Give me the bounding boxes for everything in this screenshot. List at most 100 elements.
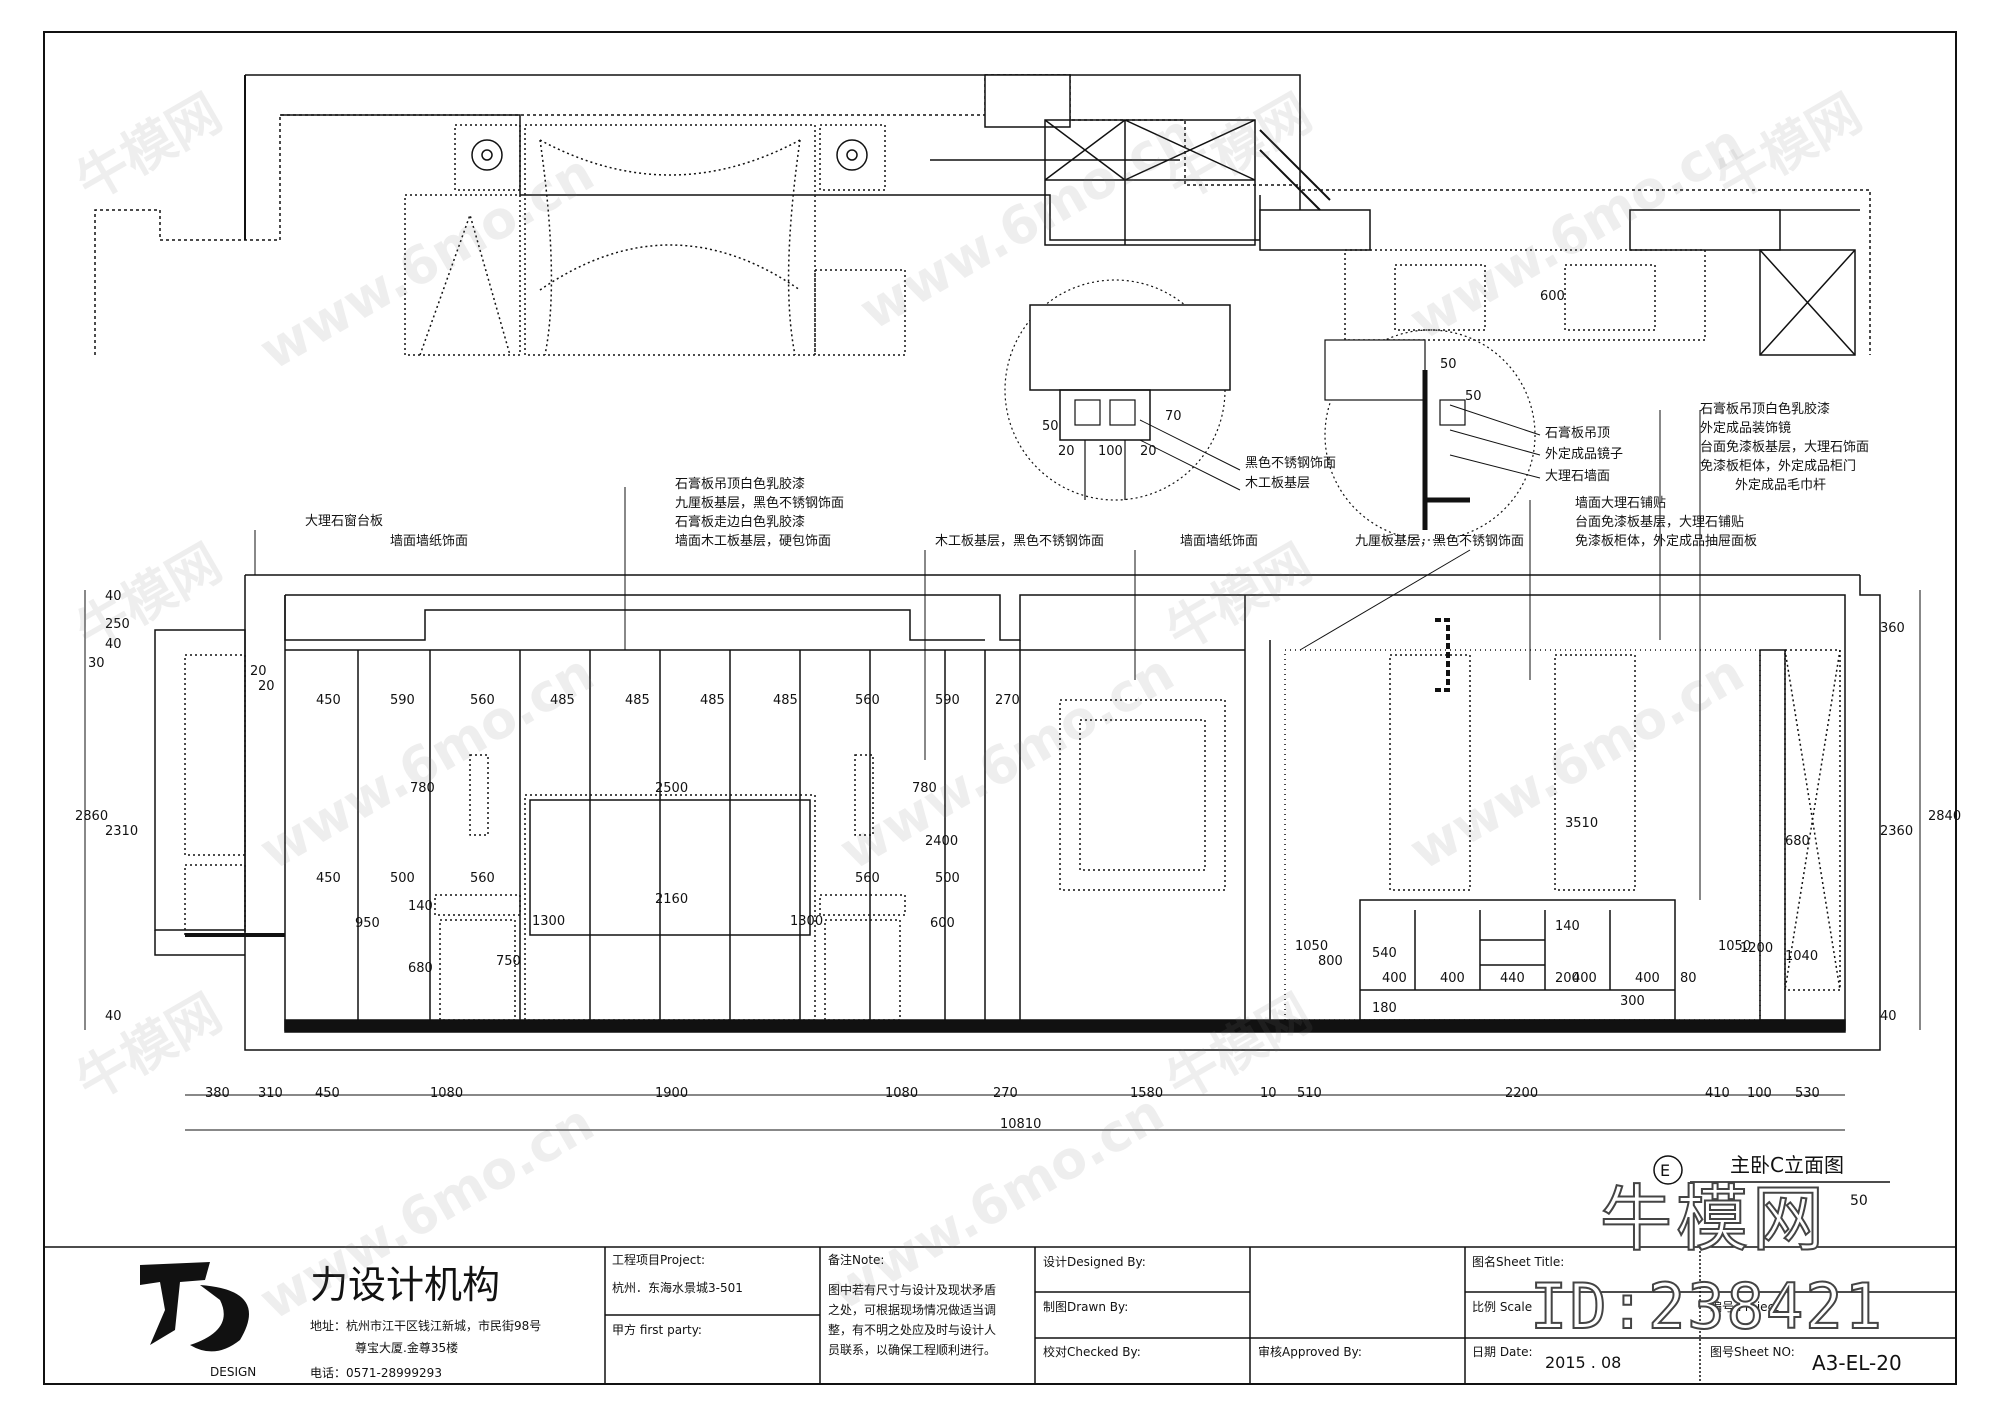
company-name: 力设计机构 bbox=[310, 1263, 500, 1307]
dim-rv2: 2360 bbox=[1880, 824, 1913, 839]
dim-1040: 1040 bbox=[1785, 949, 1818, 964]
dim-20b: 20 bbox=[1140, 444, 1157, 459]
dim-780b: 780 bbox=[912, 781, 937, 796]
dim-560a: 560 bbox=[470, 871, 495, 886]
checked-by-label: 校对Checked By: bbox=[1043, 1344, 1141, 1359]
watermark-brand-large: 牛模网 bbox=[1599, 1176, 1829, 1262]
dim-lv0: 40 bbox=[105, 589, 122, 604]
dim-u6: 485 bbox=[773, 693, 798, 708]
note-right-towel: 外定成品毛巾杆 bbox=[1735, 478, 1826, 493]
logo-design-text: DESIGN bbox=[210, 1365, 256, 1379]
note-detail2-mirror: 外定成品镜子 bbox=[1545, 447, 1623, 462]
plan-view bbox=[94, 74, 1871, 356]
dim-2400: 2400 bbox=[925, 834, 958, 849]
dim-750: 750 bbox=[496, 954, 521, 969]
drawn-by-label: 制图Drawn By: bbox=[1043, 1300, 1128, 1314]
dim-300: 300 bbox=[1620, 994, 1645, 1009]
date-value: 2015 . 08 bbox=[1545, 1353, 1621, 1372]
drawing-title: E 主卧C立面图 50 bbox=[1653, 1153, 1890, 1209]
note-line-2: 之处，可根据现场情况做适当调 bbox=[828, 1302, 996, 1317]
dim-b1: 310 bbox=[258, 1086, 283, 1101]
dim-u3: 485 bbox=[550, 693, 575, 708]
dim-b13: 530 bbox=[1795, 1086, 1820, 1101]
dim-680r: 680 bbox=[1785, 834, 1810, 849]
sheet-title-label: 图名Sheet Title: bbox=[1472, 1254, 1564, 1269]
left-vertical-dims: 40 250 40 30 20 20 2860 2310 40 bbox=[75, 589, 275, 1024]
note-wall-wallpaper: 墙面墙纸饰面 bbox=[1180, 534, 1258, 549]
dim-rv0: 360 bbox=[1880, 621, 1905, 636]
inner-dimensions: 2500 2160 780 780 560 560 500 500 450 95… bbox=[316, 289, 1818, 1016]
dim-u7: 560 bbox=[855, 693, 880, 708]
dim-u5: 485 bbox=[700, 693, 725, 708]
dim-2500: 2500 bbox=[655, 781, 688, 796]
note-ply-steel: 九厘板基层，黑色不锈钢饰面 bbox=[1355, 533, 1524, 549]
dim-400b: 400 bbox=[1440, 971, 1465, 986]
dim-u1: 590 bbox=[390, 693, 415, 708]
first-party-label: 甲方 first party: bbox=[612, 1322, 702, 1337]
dim-950: 950 bbox=[355, 916, 380, 931]
company-phone: 电话：0571-28999293 bbox=[310, 1366, 442, 1380]
dim-total: 10810 bbox=[1000, 1117, 1041, 1132]
dim-b12: 100 bbox=[1747, 1086, 1772, 1101]
dim-400c: 400 bbox=[1572, 971, 1597, 986]
watermark-id: ID:238421 bbox=[1529, 1269, 1884, 1344]
dim-b5: 1080 bbox=[885, 1086, 918, 1101]
dim-1300a: 1300 bbox=[532, 914, 565, 929]
dim-1050b: 1050 bbox=[1718, 939, 1751, 954]
dim-b8: 10 bbox=[1260, 1086, 1277, 1101]
dim-200: 200 bbox=[1555, 971, 1580, 986]
dim-1050a: 1050 bbox=[1295, 939, 1328, 954]
dim-500a: 500 bbox=[390, 871, 415, 886]
dim-800: 800 bbox=[1318, 954, 1343, 969]
dim-100: 100 bbox=[1098, 444, 1123, 459]
dim-780a: 780 bbox=[410, 781, 435, 796]
dim-lv7: 2310 bbox=[105, 824, 138, 839]
dim-20a: 20 bbox=[1058, 444, 1075, 459]
note-mid-steel: 木工板基层，黑色不锈钢饰面 bbox=[935, 533, 1104, 549]
approved-by-label: 审核Approved By: bbox=[1258, 1344, 1362, 1359]
note-gypsum-edge: 石膏板走边白色乳胶漆 bbox=[675, 514, 805, 530]
note-line-4: 员联系，以确保工程顺利进行。 bbox=[828, 1342, 996, 1357]
note-right-ceiling: 石膏板吊顶白色乳胶漆 bbox=[1700, 401, 1830, 417]
detail-2 bbox=[1324, 329, 1536, 541]
dim-600top: 600 bbox=[1540, 289, 1565, 304]
scale-label: 比例 Scale bbox=[1472, 1300, 1532, 1314]
dim-440: 440 bbox=[1500, 971, 1525, 986]
dim-140r: 140 bbox=[1555, 919, 1580, 934]
dim-u4: 485 bbox=[625, 693, 650, 708]
note-right-counter2: 台面免漆板基层，大理石铺贴 bbox=[1575, 514, 1744, 530]
company-logo: DESIGN bbox=[140, 1262, 256, 1379]
project-no-label: 编号 Project bbox=[1710, 1299, 1779, 1314]
dim-1200: 1200 bbox=[1740, 941, 1773, 956]
dim-b4: 1900 bbox=[655, 1086, 688, 1101]
note-label: 备注Note: bbox=[828, 1252, 884, 1267]
note-gypsum-ceiling: 石膏板吊顶白色乳胶漆 bbox=[675, 476, 805, 492]
note-right-cabinet: 免漆板柜体，外定成品柜门 bbox=[1700, 458, 1856, 474]
dim-b10: 2200 bbox=[1505, 1086, 1538, 1101]
dim-b6: 270 bbox=[993, 1086, 1018, 1101]
dim-540: 540 bbox=[1372, 946, 1397, 961]
sheet-border bbox=[43, 31, 1957, 1385]
sheet-no-label: 图号Sheet NO: bbox=[1710, 1345, 1795, 1359]
dim-70: 70 bbox=[1165, 409, 1182, 424]
sheet-no-value: A3-EL-20 bbox=[1812, 1351, 1902, 1375]
detail-1 bbox=[1004, 279, 1231, 501]
dim-600: 600 bbox=[930, 916, 955, 931]
dim-lv2: 40 bbox=[105, 637, 122, 652]
dim-680: 680 bbox=[408, 961, 433, 976]
dim-450: 450 bbox=[316, 871, 341, 886]
dim-500b: 500 bbox=[935, 871, 960, 886]
upper-dimensions: 450 590 560 485 485 485 485 560 590 270 bbox=[316, 693, 1020, 708]
dim-rv1: 2840 bbox=[1928, 809, 1961, 824]
dim-u8: 590 bbox=[935, 693, 960, 708]
dim-3510: 3510 bbox=[1565, 816, 1598, 831]
dim-b3: 1080 bbox=[430, 1086, 463, 1101]
company-address2: 尊宝大厦.金尊35楼 bbox=[355, 1340, 458, 1355]
dim-2160: 2160 bbox=[655, 892, 688, 907]
dim-b2: 450 bbox=[315, 1086, 340, 1101]
leaders bbox=[254, 404, 1701, 900]
dim-50c: 50 bbox=[1465, 389, 1482, 404]
scale-fragment: 50 bbox=[1850, 1193, 1868, 1209]
dim-lv3: 30 bbox=[88, 656, 105, 671]
